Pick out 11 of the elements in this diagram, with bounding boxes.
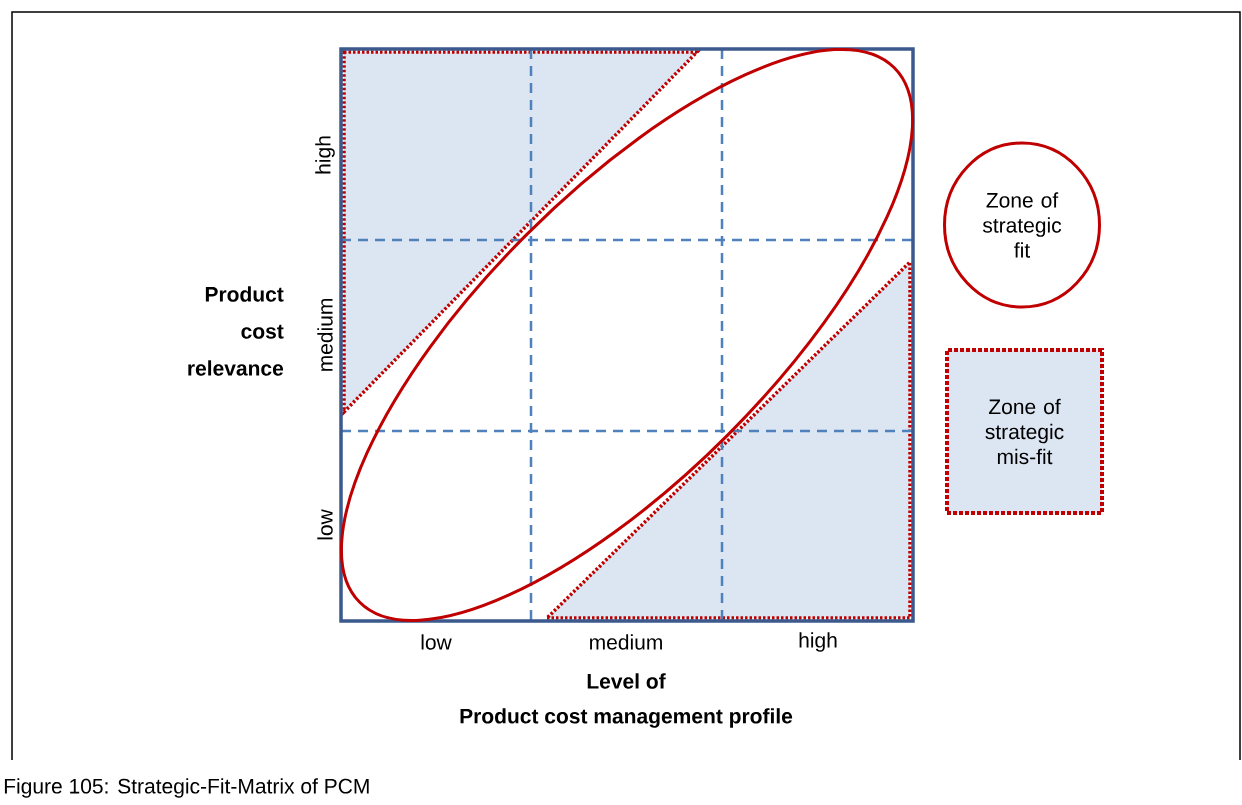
axis-tick-label: high — [315, 136, 335, 174]
zone-legend-box: Zone of strategic mis-fit — [945, 348, 1104, 515]
figure-caption: Figure 105: Strategic-Fit-Matrix of PCM — [4, 778, 369, 798]
axis-title: Level of — [587, 673, 666, 689]
axis-tick-label: low — [421, 634, 452, 650]
axis-title: Product cost management profile — [460, 708, 793, 728]
axis-tick-label: high — [799, 632, 837, 652]
axis-title: Product cost relevance — [188, 286, 284, 376]
axis-tick-label: low — [317, 509, 333, 540]
axis-tick-label: medium — [317, 299, 333, 371]
axis-tick-label: medium — [590, 634, 662, 650]
